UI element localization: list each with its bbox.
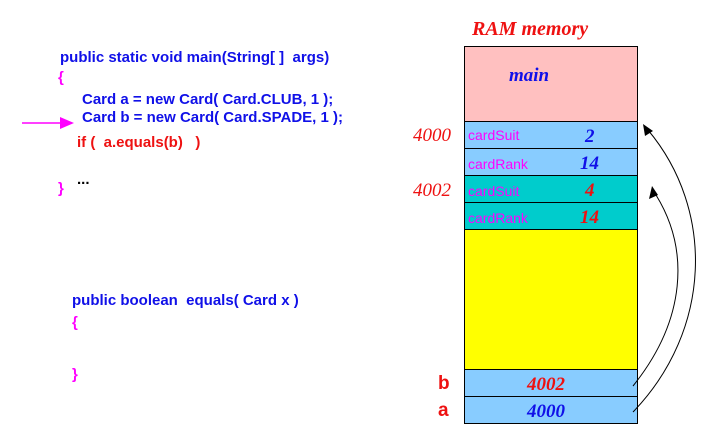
object-a-card-suit: cardSuit 2 [464, 121, 638, 149]
variable-b-value: 4002 [527, 374, 565, 395]
line-if-equals: if ( a.equals(b) ) [77, 134, 201, 151]
field-name: cardRank [468, 156, 528, 172]
equals-open-brace: { [72, 314, 78, 331]
object-b-card-rank: cardRank 14 [464, 202, 638, 230]
ram-memory-title: RAM memory [472, 18, 589, 40]
pointer-a-arrowhead [643, 124, 653, 136]
ellipsis: ... [77, 171, 90, 188]
main-close-brace: } [58, 180, 64, 197]
variable-a-value: 4000 [527, 401, 565, 422]
address-4000: 4000 [413, 125, 451, 146]
variable-a-cell: 4000 [464, 396, 638, 424]
field-value: 2 [585, 126, 595, 147]
pointer-a-arrow [632, 129, 696, 413]
equals-close-brace: } [72, 366, 78, 383]
equals-signature: public boolean equals( Card x ) [72, 292, 299, 309]
field-name: cardRank [468, 210, 528, 226]
variable-a-label: a [438, 400, 449, 421]
variable-b-label: b [438, 373, 450, 394]
pointer-b-arrow [632, 194, 679, 387]
main-open-brace: { [58, 69, 64, 86]
pointer-b-arrowhead [649, 186, 658, 199]
main-signature: public static void main(String[ ] args) [60, 49, 330, 66]
line-card-b: Card b = new Card( Card.SPADE, 1 ); [82, 109, 344, 126]
field-value: 14 [580, 207, 599, 228]
field-value: 4 [585, 180, 595, 201]
address-4002: 4002 [413, 180, 451, 201]
line-card-a: Card a = new Card( Card.CLUB, 1 ); [82, 91, 334, 108]
field-value: 14 [580, 153, 599, 174]
main-frame-label: main [509, 65, 550, 86]
field-name: cardSuit [468, 183, 520, 199]
field-name: cardSuit [468, 127, 520, 143]
object-a-card-rank: cardRank 14 [464, 148, 638, 176]
